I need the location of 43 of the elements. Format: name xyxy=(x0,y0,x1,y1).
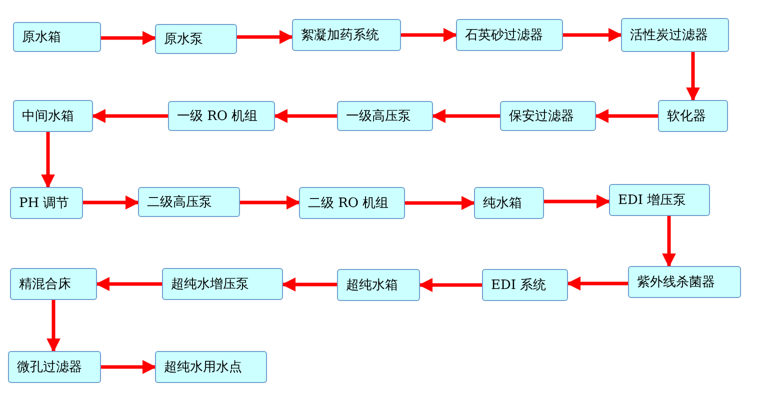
arrow xyxy=(566,276,628,290)
process-box: 一级高压泵 xyxy=(337,101,433,131)
arrow xyxy=(662,216,676,268)
arrow xyxy=(594,109,658,123)
arrow xyxy=(401,28,458,42)
arrow xyxy=(686,52,700,102)
arrow xyxy=(92,109,168,123)
process-box: 微孔过滤器 xyxy=(8,351,101,383)
process-box: EDI 增压泵 xyxy=(609,184,710,216)
arrow xyxy=(274,109,337,123)
arrow xyxy=(544,194,610,208)
process-box: 二级 RO 机组 xyxy=(299,187,405,219)
process-box: 保安过滤器 xyxy=(500,101,596,131)
process-box: PH 调节 xyxy=(10,187,83,219)
arrow xyxy=(96,277,162,291)
arrow xyxy=(41,132,55,188)
process-box: 二级高压泵 xyxy=(138,187,240,217)
arrow xyxy=(432,109,500,123)
arrow xyxy=(101,31,156,45)
arrow xyxy=(405,196,476,210)
process-box: 紫外线杀菌器 xyxy=(628,266,741,298)
process-box: 原水箱 xyxy=(13,22,101,52)
arrow xyxy=(240,196,300,210)
arrow xyxy=(101,360,156,374)
process-box: 超纯水用水点 xyxy=(155,351,267,383)
process-box: EDI 系统 xyxy=(482,269,568,301)
process-box: 一级 RO 机组 xyxy=(168,101,275,131)
arrow xyxy=(237,30,294,44)
arrow xyxy=(83,196,140,210)
process-box: 活性炭过滤器 xyxy=(621,18,729,52)
process-box: 超纯水箱 xyxy=(337,269,420,301)
process-box: 石英砂过滤器 xyxy=(456,19,563,51)
process-box: 软化器 xyxy=(658,100,728,132)
process-box: 中间水箱 xyxy=(13,100,93,132)
arrow xyxy=(282,278,337,292)
arrow xyxy=(46,300,60,352)
process-box: 超纯水增压泵 xyxy=(162,268,283,300)
process-box: 纯水箱 xyxy=(474,187,544,219)
arrow xyxy=(563,28,622,42)
arrow xyxy=(418,278,482,292)
process-box: 精混合床 xyxy=(10,268,97,300)
process-box: 原水泵 xyxy=(155,24,237,54)
process-box: 絮凝加药系统 xyxy=(292,19,401,51)
